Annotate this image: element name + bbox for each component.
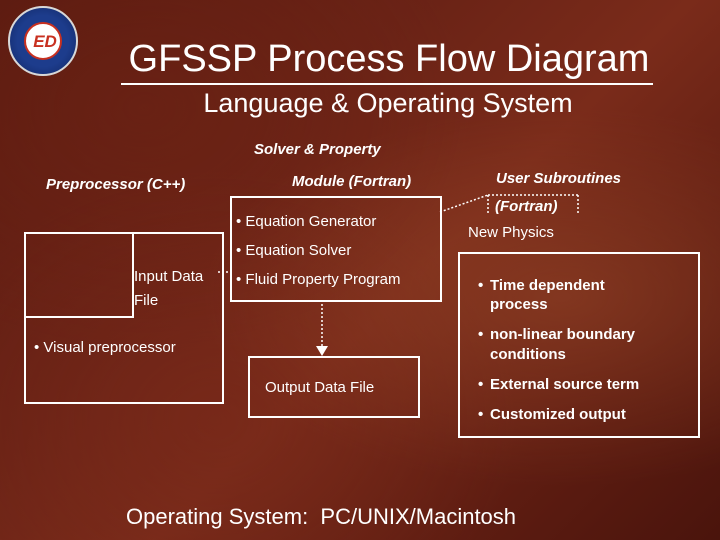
preprocessor-heading: Preprocessor (C++) xyxy=(46,176,186,193)
logo-letters: ED xyxy=(33,32,57,51)
user-bullet-4-line1: Customized output xyxy=(490,406,626,423)
solver-bullet-2: • Equation Solver xyxy=(236,242,352,259)
solver-heading-line2: Module (Fortran) xyxy=(292,173,412,190)
arrow-head-output xyxy=(316,346,328,356)
input-data-label-line2: File xyxy=(134,292,159,309)
input-data-label-line1: Input Data xyxy=(134,268,204,285)
connector-solver-user xyxy=(439,194,489,213)
output-data-file-label: Output Data File xyxy=(265,379,375,396)
user-heading-line2: (Fortran) xyxy=(495,198,558,215)
user-bullet-1-mark: • xyxy=(478,277,484,294)
solver-box xyxy=(230,196,442,302)
user-bullet-1-line2: process xyxy=(490,296,548,313)
output-data-file-box xyxy=(248,356,420,418)
operating-system-line: Operating System: PC/UNIX/Macintosh xyxy=(126,504,517,529)
page-subtitle: Language & Operating System xyxy=(203,88,573,118)
logo-seal-inner: ED xyxy=(24,22,62,60)
user-subroutines-box xyxy=(458,252,700,438)
user-bullet-2-mark: • xyxy=(478,326,484,343)
input-data-file-box xyxy=(24,232,134,318)
visual-preprocessor-bullet: • Visual preprocessor xyxy=(34,339,176,356)
page-title: GFSSP Process Flow Diagram xyxy=(0,38,720,85)
user-bullet-4-mark: • xyxy=(478,406,484,423)
preprocessor-box: Input Data File • Visual preprocessor xyxy=(24,232,224,404)
user-bullet-3-mark: • xyxy=(478,376,484,393)
user-bullet-2-line1: non-linear boundary xyxy=(490,326,636,343)
solver-bullet-1: • Equation Generator xyxy=(236,213,377,230)
logo-seal: ED xyxy=(8,6,78,76)
solver-heading-line1: Solver & Property xyxy=(254,141,381,158)
new-physics-label: New Physics xyxy=(468,224,554,241)
solver-bullet-3: • Fluid Property Program xyxy=(236,271,401,288)
user-heading-line1: User Subroutines xyxy=(496,170,622,187)
user-bullet-2-line2: conditions xyxy=(490,346,566,363)
user-bullet-3-line1: External source term xyxy=(490,376,640,393)
user-bullet-1-line1: Time dependent xyxy=(490,277,605,294)
